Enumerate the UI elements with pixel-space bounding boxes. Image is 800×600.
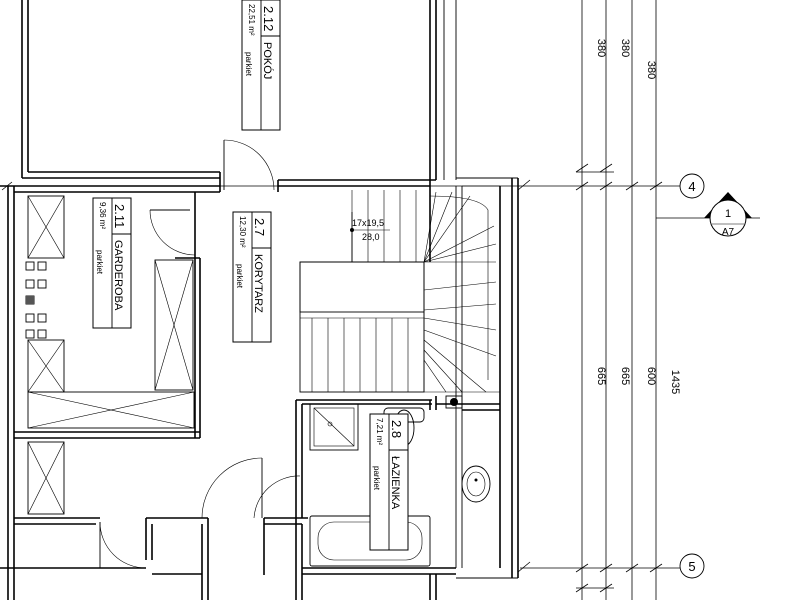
room-area: 12,30 m² <box>238 216 247 248</box>
section-marker: 1 A7 <box>704 192 752 238</box>
room-number: 2.12 <box>261 6 276 31</box>
stair-label: 17x19,5 28,0 <box>352 218 390 242</box>
dim-lower-2: 665 <box>619 367 631 385</box>
dim-upper-2: 380 <box>619 39 631 57</box>
dimension-texts: 380 380 380 665 665 600 1435 <box>595 39 681 394</box>
room-name: POKÓJ <box>261 42 274 79</box>
wardrobes <box>25 195 195 515</box>
walls <box>0 0 519 600</box>
stair-steps: 17x19,5 <box>352 218 384 228</box>
room-floor: parkiet <box>95 250 104 275</box>
dimension-lines <box>0 0 760 600</box>
room-area: 9,36 m² <box>98 202 107 229</box>
room-floor: parkiet <box>244 52 253 77</box>
stairs <box>299 190 500 393</box>
room-number: 2.8 <box>389 420 404 438</box>
stair-tread: 28,0 <box>362 232 380 242</box>
dim-upper-1: 380 <box>595 39 607 57</box>
room-area: 22,51 m² <box>247 4 256 36</box>
grid-axis-5-label: 5 <box>688 559 695 574</box>
section-number: 1 <box>725 208 731 220</box>
section-sheet: A7 <box>722 227 735 238</box>
room-number: 2.11 <box>112 204 127 228</box>
grid-axis-4-label: 4 <box>688 179 695 194</box>
room-area: 7,21 m² <box>375 418 384 445</box>
dim-lower-4: 1435 <box>669 370 681 394</box>
grid-axis-5: 5 <box>679 553 705 579</box>
dim-upper-3: 380 <box>645 61 657 79</box>
doors <box>99 139 301 569</box>
room-name: GARDEROBA <box>112 240 124 311</box>
grid-axis-4: 4 <box>679 173 705 199</box>
room-floor: parkiet <box>235 264 244 289</box>
dim-lower-1: 665 <box>595 367 607 385</box>
room-floor: parkiet <box>372 466 381 491</box>
room-name: ŁAZIENKA <box>389 456 401 510</box>
room-number: 2.7 <box>252 218 267 236</box>
dim-lower-3: 600 <box>645 367 657 385</box>
room-name: KORYTARZ <box>252 254 264 313</box>
